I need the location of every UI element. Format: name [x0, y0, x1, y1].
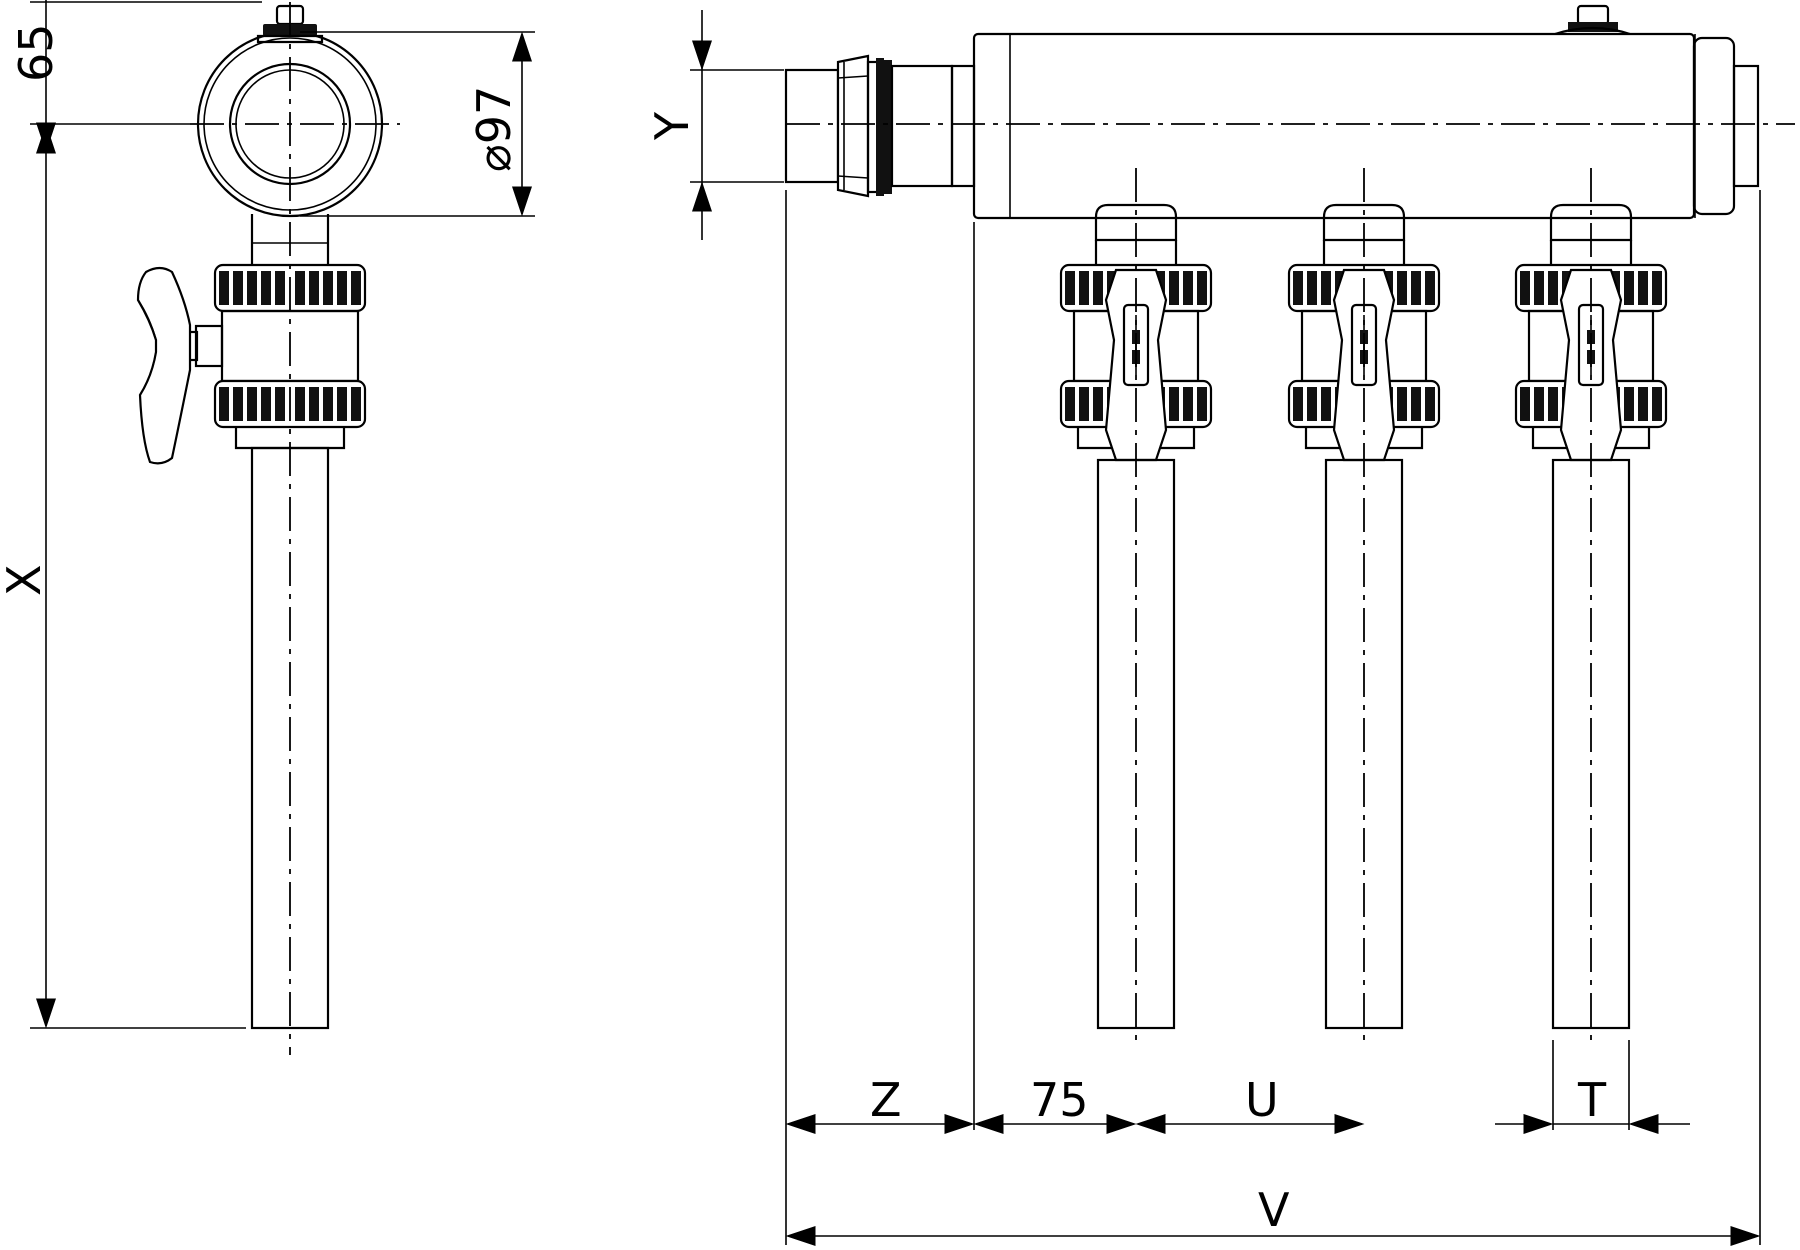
label-65: 65: [9, 23, 63, 82]
label-x: X: [0, 564, 51, 596]
dimension-75: 75: [973, 1073, 1137, 1134]
dimension-z: Z: [785, 1073, 975, 1134]
dimension-diameter: ⌀97: [300, 31, 535, 217]
dimension-65: 65: [9, 0, 262, 153]
dimension-x: X: [0, 123, 246, 1029]
dimension-t: T: [1495, 1073, 1690, 1134]
label-u: U: [1245, 1073, 1279, 1127]
label-v: V: [1258, 1183, 1290, 1237]
dimension-u: U: [1135, 1073, 1365, 1134]
label-z: Z: [870, 1073, 902, 1127]
label-diameter: ⌀97: [467, 86, 521, 172]
label-t: T: [1577, 1073, 1607, 1127]
dimension-y: Y: [645, 10, 784, 240]
outlet-branch-1: [1061, 168, 1211, 1040]
dimension-v: V: [785, 1183, 1761, 1246]
label-75: 75: [1030, 1073, 1089, 1127]
label-y: Y: [645, 111, 699, 141]
side-view: [136, 2, 400, 1055]
outlet-branch-2: [1289, 168, 1439, 1040]
front-view: [784, 4, 1795, 220]
outlet-branch-3: [1516, 168, 1666, 1040]
